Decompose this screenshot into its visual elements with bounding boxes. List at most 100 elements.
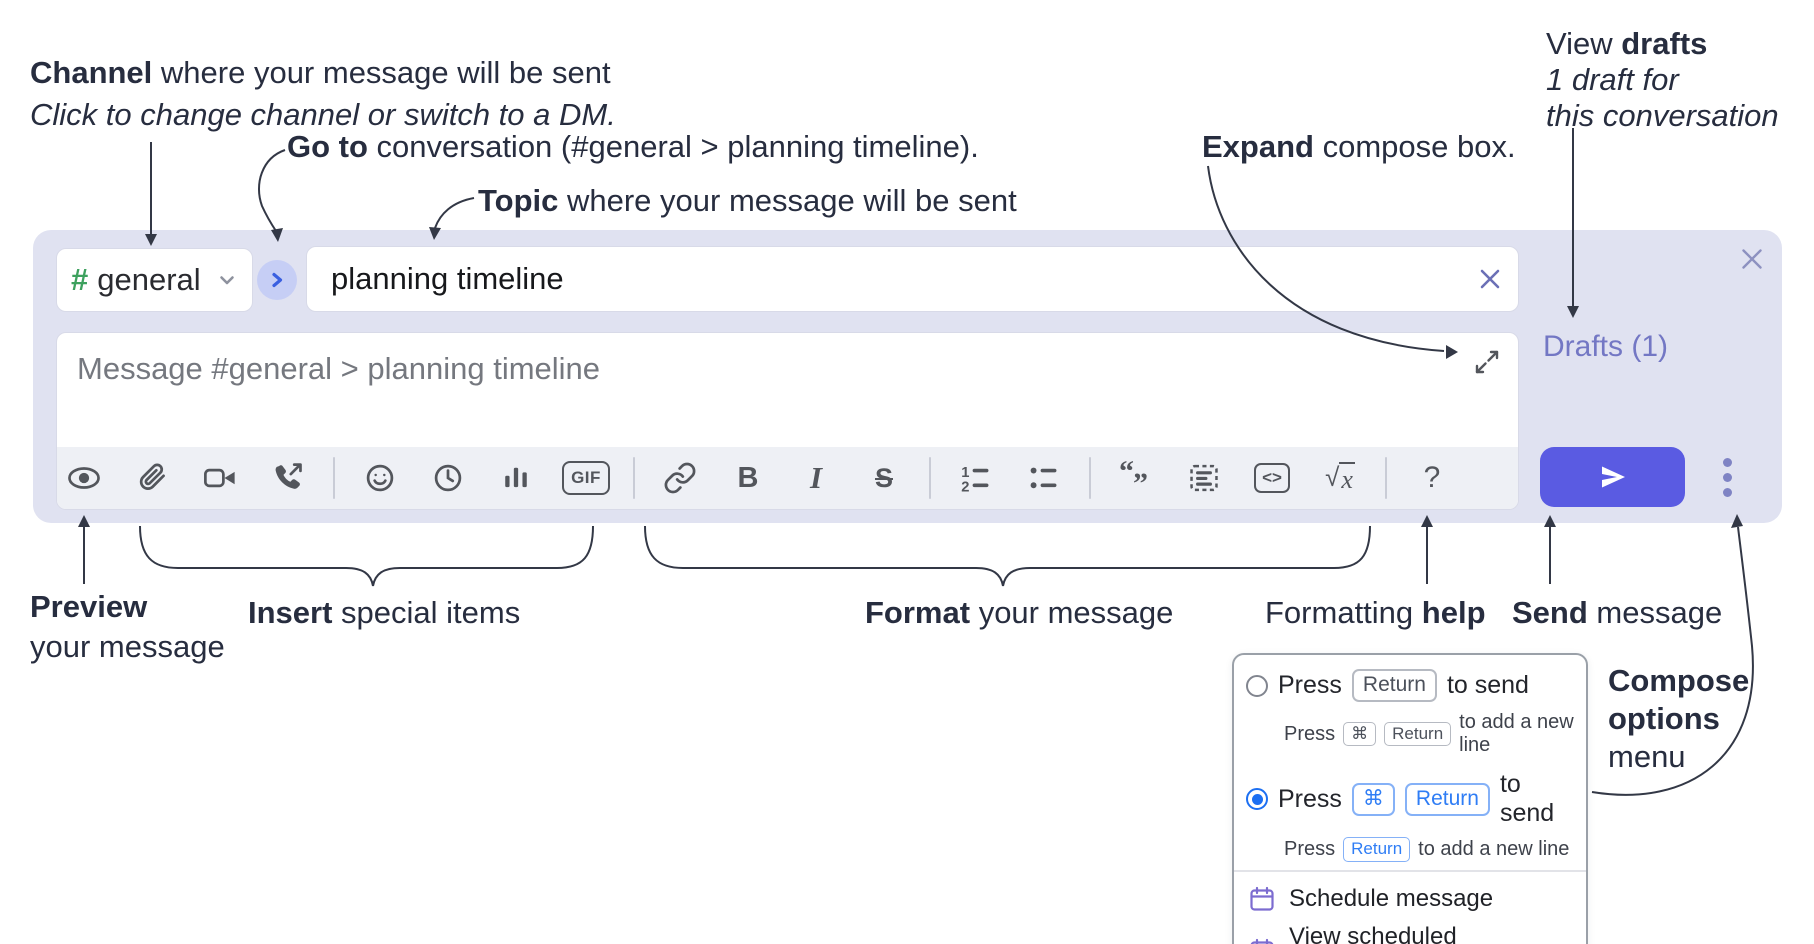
- emoji-button[interactable]: [357, 455, 403, 501]
- preview-annotation: Preview your message: [30, 589, 225, 664]
- send-icon: [1598, 462, 1628, 492]
- go-to-conversation-button[interactable]: [257, 260, 297, 300]
- bar-chart-icon: [499, 461, 533, 495]
- topic-input[interactable]: [307, 261, 1468, 297]
- insert-annotation: Insert special items: [248, 595, 521, 630]
- goto-annotation: Go to conversation (#general > planning …: [287, 129, 979, 164]
- format-annotation: Format your message: [865, 595, 1174, 630]
- expand-icon: [1471, 346, 1503, 378]
- toolbar-separator: [929, 457, 931, 499]
- compose-options-button[interactable]: [1705, 447, 1749, 507]
- calendar-grid-icon: [1248, 937, 1276, 944]
- recent-button[interactable]: [425, 455, 471, 501]
- link-icon: [663, 461, 697, 495]
- close-compose-button[interactable]: [1733, 240, 1771, 278]
- video-camera-icon: [202, 461, 238, 495]
- option-cmd-return-subtext: Press Return to add a new line: [1284, 837, 1570, 862]
- return-keycap: Return: [1351, 669, 1437, 703]
- close-icon: [1738, 245, 1766, 273]
- return-keycap: Return: [1404, 782, 1490, 816]
- channel-annotation: Channel where your message will be sent …: [30, 52, 616, 136]
- calendar-icon: [1248, 885, 1276, 913]
- radio-selected-icon[interactable]: [1246, 788, 1268, 811]
- preview-button[interactable]: [61, 455, 107, 501]
- gif-button[interactable]: GIF: [561, 455, 611, 501]
- cmd-keycap: ⌘: [1343, 722, 1377, 747]
- message-input[interactable]: [57, 341, 1457, 387]
- quote-icon: “”: [1119, 455, 1153, 500]
- video-clip-button[interactable]: [197, 455, 243, 501]
- blockquote-button[interactable]: “”: [1113, 455, 1159, 501]
- audio-call-button[interactable]: [265, 455, 311, 501]
- formatting-help-button[interactable]: ?: [1409, 455, 1455, 501]
- formula-button[interactable]: √x: [1317, 455, 1363, 501]
- formatting-options-menu: Press Return to send Press ⌘ Return to a…: [1232, 653, 1588, 944]
- italic-button[interactable]: I: [793, 455, 839, 501]
- bold-icon: B: [737, 461, 759, 494]
- send-button[interactable]: [1540, 447, 1685, 507]
- compose-box: # general: [33, 230, 1782, 523]
- compose-options-annotation: Compose options menu: [1608, 663, 1750, 774]
- return-keycap: Return: [1343, 837, 1411, 862]
- channel-annotation-line1: Channel where your message will be sent: [30, 55, 611, 90]
- menu-item-schedule-message[interactable]: Schedule message: [1246, 880, 1574, 918]
- chevron-down-icon: [216, 269, 238, 291]
- option-return-to-send[interactable]: Press Return to send: [1246, 669, 1574, 703]
- more-options-icon: [1722, 457, 1732, 467]
- expand-annotation: Expand compose box.: [1202, 129, 1516, 164]
- svg-text:”: ”: [1133, 467, 1148, 500]
- formula-icon: √x: [1325, 461, 1355, 494]
- close-icon: [1475, 264, 1505, 294]
- strikethrough-icon: S: [874, 462, 893, 493]
- expand-compose-button[interactable]: [1466, 341, 1508, 383]
- channel-name: general: [97, 262, 201, 297]
- attach-file-button[interactable]: [129, 455, 175, 501]
- gif-icon: GIF: [562, 461, 610, 495]
- toolbar-separator: [333, 457, 335, 499]
- clear-topic-button[interactable]: [1468, 257, 1512, 301]
- italic-icon: I: [809, 460, 823, 495]
- bold-button[interactable]: B: [725, 455, 771, 501]
- menu-item-view-scheduled[interactable]: View scheduled messages: [1246, 918, 1574, 944]
- view-drafts-annotation: View drafts 1 draft for this conversatio…: [1546, 26, 1779, 133]
- strikethrough-button[interactable]: S: [861, 455, 907, 501]
- phone-call-icon: [271, 461, 305, 495]
- toolbar-separator: [633, 457, 635, 499]
- topic-field: [306, 246, 1519, 312]
- drafts-link[interactable]: Drafts (1): [1543, 330, 1669, 363]
- clock-icon: [431, 461, 465, 495]
- link-button[interactable]: [657, 455, 703, 501]
- code-block-button[interactable]: [1181, 455, 1227, 501]
- channel-annotation-line2: Click to change channel or switch to a D…: [30, 97, 616, 132]
- code-block-icon: [1187, 461, 1221, 495]
- toolbar-separator: [1385, 457, 1387, 499]
- svg-text:2: 2: [961, 480, 969, 495]
- cmd-keycap: ⌘: [1351, 782, 1395, 816]
- message-box: GIF B I S 12: [56, 332, 1519, 510]
- channel-hash-icon: #: [71, 262, 89, 297]
- chevron-right-icon: [267, 270, 287, 290]
- paperclip-icon: [135, 461, 169, 495]
- radio-unselected-icon[interactable]: [1246, 674, 1268, 697]
- inline-code-button[interactable]: <>: [1249, 455, 1295, 501]
- emoji-icon: [363, 461, 397, 495]
- toolbar-separator: [1089, 457, 1091, 499]
- eye-icon: [65, 461, 103, 495]
- poll-button[interactable]: [493, 455, 539, 501]
- formatting-help-annotation: Formatting help: [1265, 595, 1486, 630]
- bullet-list-button[interactable]: [1021, 455, 1067, 501]
- option-return-subtext: Press ⌘ Return to add a new line: [1284, 711, 1574, 757]
- inline-code-icon: <>: [1254, 463, 1290, 493]
- question-mark-icon: ?: [1423, 461, 1441, 494]
- return-keycap: Return: [1384, 722, 1452, 747]
- svg-text:1: 1: [961, 465, 969, 481]
- menu-divider: [1234, 869, 1586, 872]
- topic-annotation: Topic where your message will be sent: [478, 183, 1017, 218]
- channel-selector[interactable]: # general: [56, 248, 253, 312]
- option-cmd-return-to-send[interactable]: Press ⌘ Return to send: [1246, 770, 1574, 828]
- bullet-list-icon: [1027, 461, 1061, 495]
